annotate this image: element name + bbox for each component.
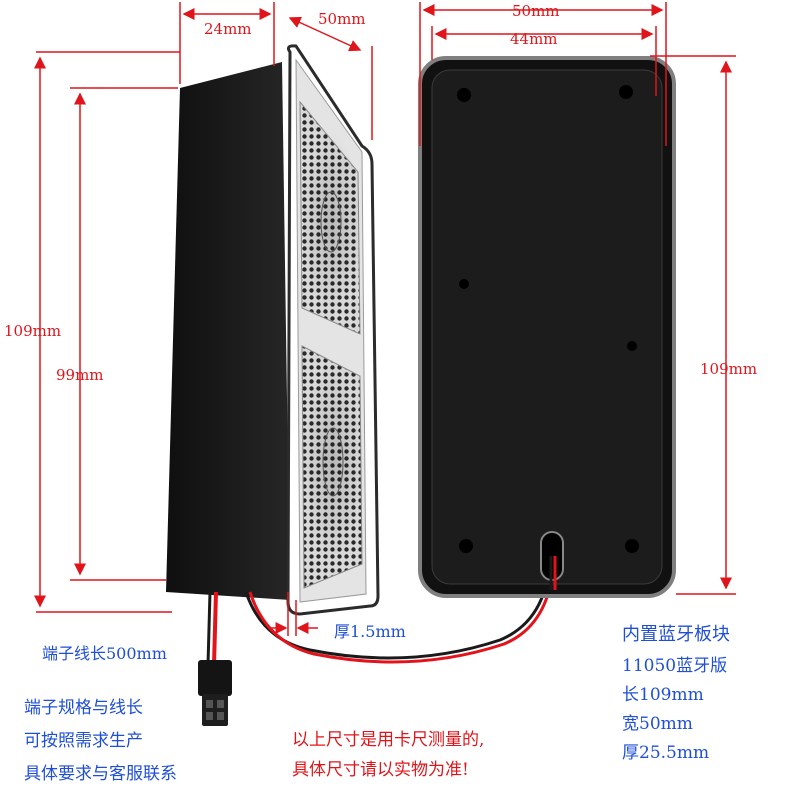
dim-height-total-label: 109mm (4, 322, 62, 340)
dim-back-width-label: 50mm (512, 2, 560, 20)
mount-hole (627, 341, 637, 351)
dim-thickness-label: 厚1.5mm (334, 622, 406, 641)
measurement-note-line-1: 以上尺寸是用卡尺测量的, (292, 730, 485, 750)
spec-length: 长109mm (622, 685, 704, 705)
spec-model: 11050蓝牙版 (622, 656, 728, 676)
dim-back-height-label: 109mm (700, 360, 758, 378)
mount-hole (459, 279, 469, 289)
dim-side-width-label: 50mm (318, 10, 366, 28)
mount-hole (619, 85, 633, 99)
speaker-back-view (418, 56, 676, 598)
speaker-side-panel (166, 62, 290, 600)
dimension-lines (34, 2, 736, 636)
terminal-note-line-2: 可按照需求生产 (24, 731, 143, 751)
terminal-note-line-3: 具体要求与客服联系 (24, 764, 177, 784)
spec-list: 内置蓝牙板块 11050蓝牙版 长109mm 宽50mm 厚25.5mm (622, 626, 730, 774)
mount-hole (459, 539, 473, 553)
spec-thickness: 厚25.5mm (622, 743, 710, 763)
wire-left (206, 554, 556, 666)
dim-back-inner-width-label: 44mm (510, 30, 558, 48)
dim-height-inner-label: 99mm (56, 366, 104, 384)
terminal-connector (198, 660, 232, 726)
terminal-note-line-1: 端子规格与线长 (24, 698, 143, 718)
spec-width: 宽50mm (622, 714, 693, 734)
wire-length-label: 端子线长500mm (42, 644, 167, 663)
mount-hole (457, 88, 471, 102)
dim-depth-label: 24mm (204, 20, 252, 38)
measurement-note-line-2: 具体尺寸请以实物为准! (292, 760, 469, 780)
spec-title: 内置蓝牙板块 (622, 624, 730, 645)
mount-hole (625, 539, 639, 553)
speaker-side-view (166, 44, 380, 616)
